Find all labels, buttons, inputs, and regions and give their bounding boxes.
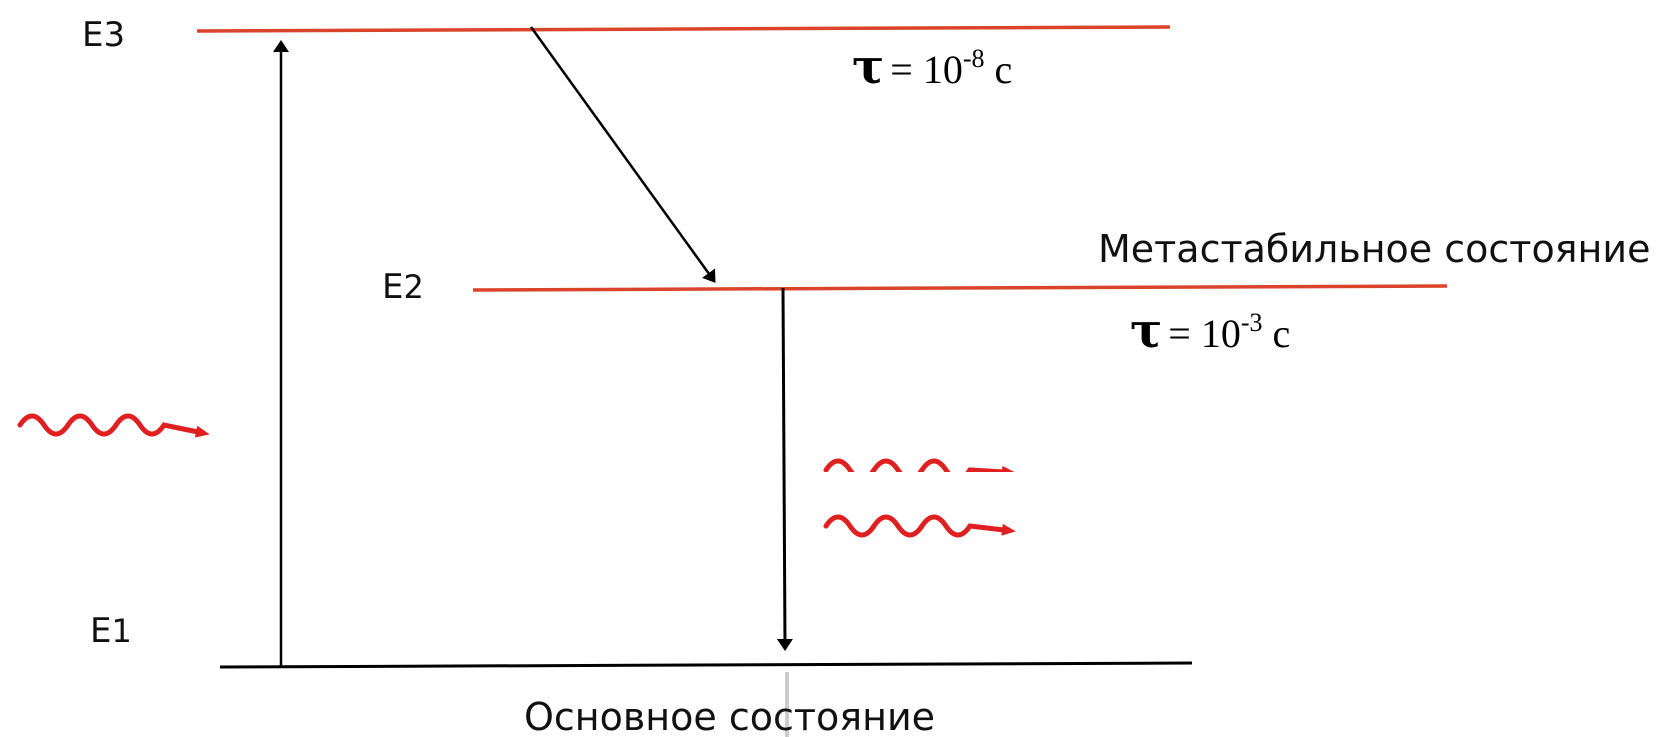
relaxation-arrow	[529, 26, 716, 283]
metastable-label: Метастабильное состояние	[1098, 227, 1650, 271]
level-e2-label: E2	[382, 267, 424, 307]
ground-state-label: Основное состояние	[524, 695, 935, 737]
level-e3-label: E3	[82, 15, 125, 55]
pump-photon-wavy-arrow-icon	[17, 413, 210, 438]
level-e2-line	[472, 284, 1448, 292]
level-e3-line	[196, 25, 1171, 33]
lifetime-e3: τ= 10-8 с	[852, 39, 1012, 95]
lifetime-e2: τ= 10-3 с	[1130, 303, 1290, 359]
level-e1-label: E1	[90, 611, 132, 651]
emitted-photons-wavy-arrow-icon	[818, 458, 1028, 538]
level-e1-line	[219, 661, 1193, 669]
emission-arrow	[776, 287, 793, 651]
